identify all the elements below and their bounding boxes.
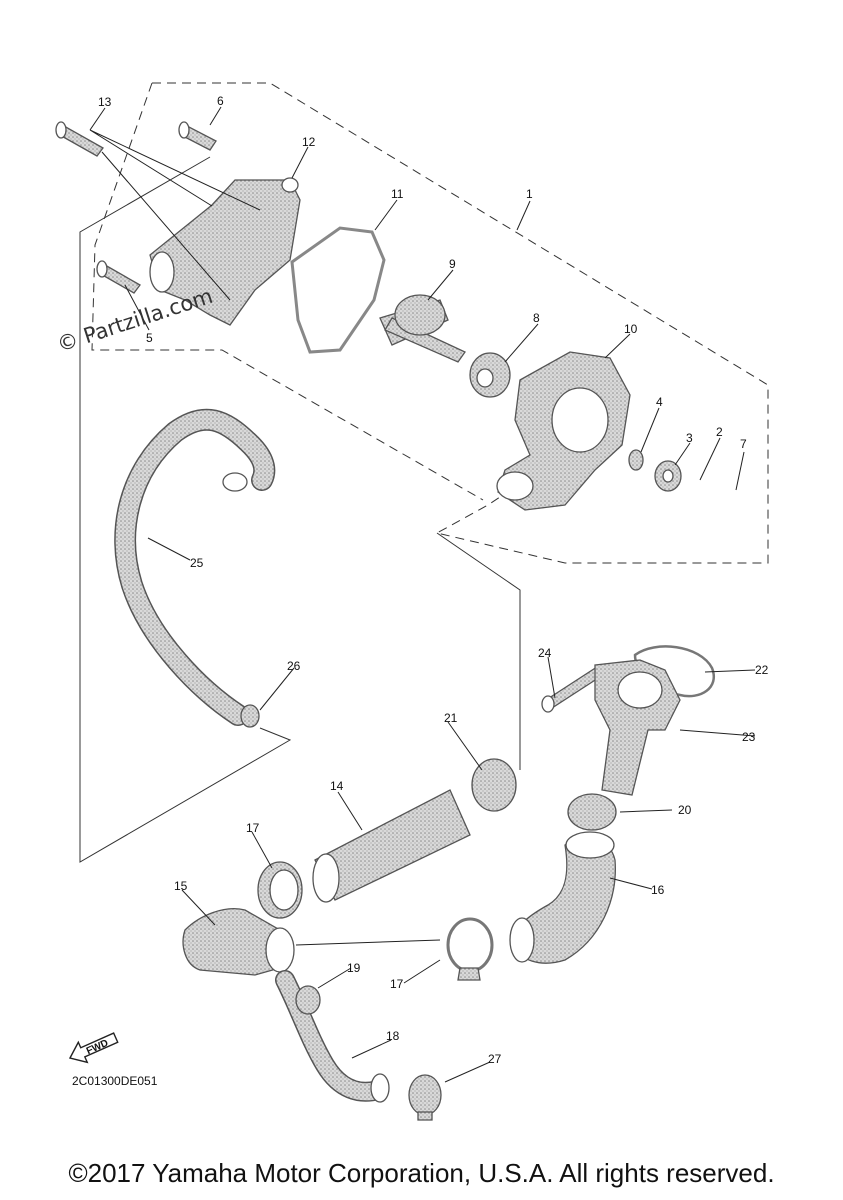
callout-5: 5 [146,331,153,345]
part-27-clamp [408,1074,442,1121]
part-25-hose [114,408,276,726]
callout-20: 20 [678,803,692,817]
callout-15: 15 [174,879,188,893]
callout-12: 12 [302,135,316,149]
part-20-clamp [567,793,617,831]
callout-1: 1 [526,187,533,201]
part-16-hose [509,831,616,964]
callout-17-upper: 17 [246,821,260,835]
partzilla-watermark: © Partzilla.com [54,284,216,357]
figure-code: 2C01300DE051 [72,1074,158,1088]
part-3-washer [654,460,682,492]
part-26-clamp [240,704,260,728]
callout-4: 4 [656,395,663,409]
callout-11: 11 [391,187,404,201]
callout-18: 18 [386,1029,400,1043]
part-6-bolt [178,121,217,151]
part-5-bolt [96,260,141,294]
callout-10: 10 [624,322,638,336]
callout-8: 8 [533,311,540,325]
callout-23: 23 [742,730,756,744]
copyright-notice: ©2017 Yamaha Motor Corporation, U.S.A. A… [68,1158,775,1188]
part-23-thermostat-outlet [594,659,681,796]
callout-21: 21 [444,711,458,725]
callout-7: 7 [740,437,747,451]
part-19-clamp [295,985,321,1015]
callout-22: 22 [755,663,769,677]
callout-6: 6 [217,94,224,108]
part-10-pump-housing [496,351,631,511]
part-13-bolt [55,121,104,157]
part-15-pipe [182,908,295,976]
pump-assembly-outline [91,82,769,564]
part-12-pump-cover [149,177,301,326]
hose-group-outline [79,156,521,863]
leader-lines [89,106,756,1083]
part-14-hose [312,789,471,903]
part-4-nut [628,449,644,471]
callout-3: 3 [686,431,693,445]
callout-24: 24 [538,646,552,660]
part-17-clamp-lower [446,917,494,981]
fwd-arrow-icon: FWD [68,1032,119,1064]
callout-26: 26 [287,659,301,673]
callout-9: 9 [449,257,456,271]
callout-16: 16 [651,883,665,897]
callout-25: 25 [190,556,204,570]
part-21-clamp [471,758,517,812]
part-17-clamp-upper [257,861,303,919]
callout-19: 19 [347,961,361,975]
callout-13: 13 [98,95,112,109]
part-11-gasket [290,226,386,354]
part-9-impeller-shaft [379,294,466,363]
fwd-label: FWD [85,1038,110,1057]
callout-27: 27 [488,1052,502,1066]
part-8-seal [469,352,511,398]
callout-14: 14 [330,779,344,793]
callout-17-lower: 17 [390,977,404,991]
callout-2: 2 [716,425,723,439]
callout-labels: 1 2 3 4 5 6 7 8 9 10 11 12 13 14 15 16 1… [98,94,769,1066]
